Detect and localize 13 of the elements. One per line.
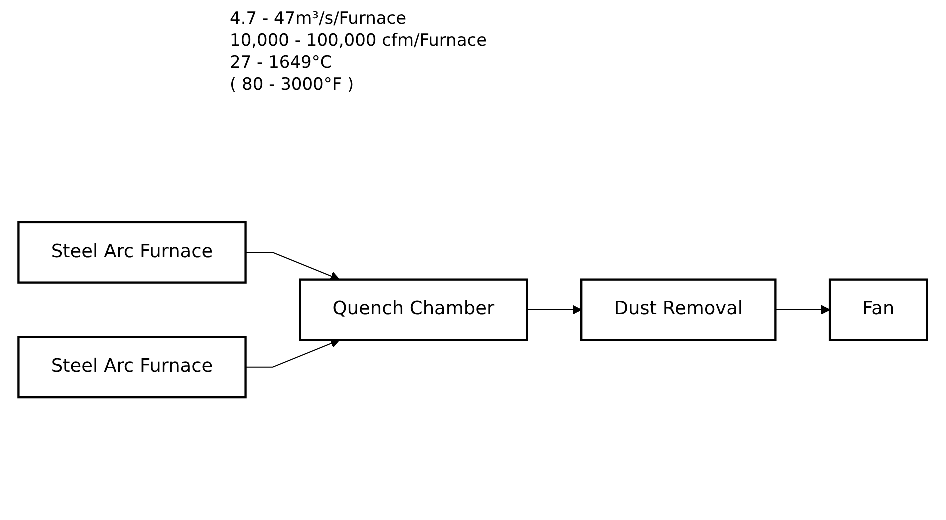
node-box: Fan xyxy=(828,278,928,342)
arrow xyxy=(246,339,340,368)
arrow xyxy=(246,252,340,281)
node-box: Quench Chamber xyxy=(299,278,528,342)
flow-note: 27 - 1649°C xyxy=(230,52,334,74)
node-box: Steel Arc Furnace xyxy=(18,221,247,284)
flow-note: 10,000 - 100,000 cfm/Furnace xyxy=(230,30,488,52)
flow-note: ( 80 - 3000°F ) xyxy=(230,74,356,96)
arrow xyxy=(527,305,582,315)
arrow xyxy=(776,305,830,315)
node-box: Steel Arc Furnace xyxy=(18,336,247,399)
node-box: Dust Removal xyxy=(580,278,777,342)
flow-note: 4.7 - 47m³/s/Furnace xyxy=(230,8,408,30)
